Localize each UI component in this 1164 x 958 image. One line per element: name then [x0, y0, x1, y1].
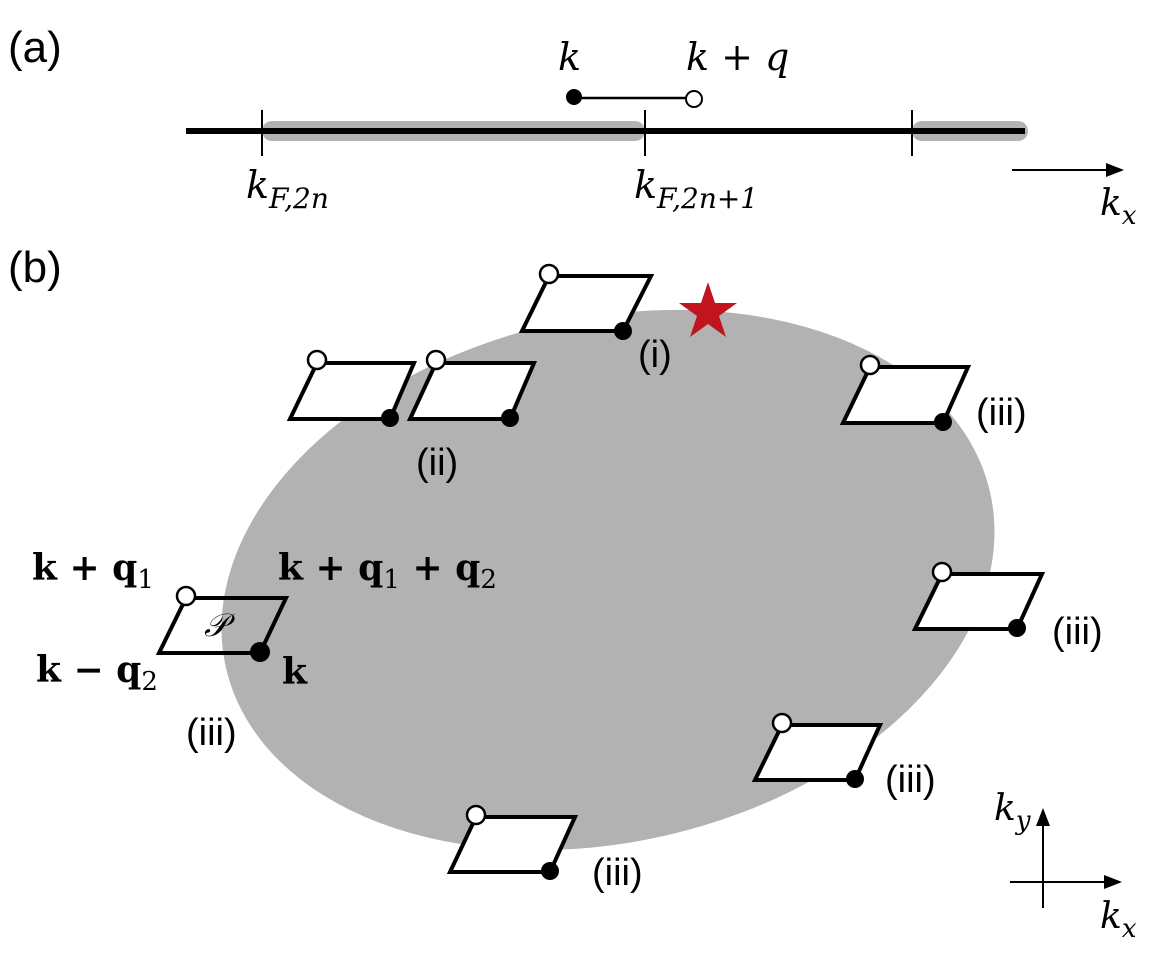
plaquette-iii-bottom: [446, 804, 579, 880]
filled-circle-icon: [501, 409, 519, 427]
plaquette-label-iii-left: (iii): [186, 712, 237, 754]
filled-circle-icon: [846, 770, 864, 788]
plaquette-label-ii: (ii): [416, 442, 458, 484]
filled-circle-icon: [934, 413, 952, 431]
filled-circle-icon: [250, 642, 270, 662]
arrowhead-icon: [1036, 808, 1050, 826]
open-circle-icon: [685, 90, 703, 108]
k-minus-q2-main: k − q: [36, 649, 141, 691]
kq1q2-part1: k + q: [278, 547, 383, 589]
filled-circle-icon: [614, 322, 632, 340]
open-circle-icon: [425, 349, 447, 371]
filled-circle-icon: [381, 409, 399, 427]
kf-2n-main: k: [246, 163, 269, 207]
ky-main: k: [994, 788, 1016, 829]
panel-a-label: (a): [8, 23, 62, 72]
open-circle-icon: [306, 349, 328, 371]
panel-b-label: (b): [8, 243, 62, 292]
plaquette-label-iii-bottom: (iii): [592, 852, 643, 894]
k-plus-q1-sub: 1: [137, 565, 154, 595]
kx-a-main: k: [1100, 183, 1122, 224]
open-circle-icon: [931, 561, 953, 583]
red-star-icon: [679, 282, 737, 337]
open-circle-icon: [465, 804, 487, 826]
kx-b-sub: x: [1122, 914, 1137, 944]
open-circle-icon: [859, 354, 881, 376]
open-circle-icon: [538, 263, 560, 285]
label-k-plus-q1: k + q1: [32, 547, 154, 595]
kf-2n1-sub: F,2n+1: [656, 182, 758, 215]
filled-circle-icon: [566, 89, 582, 105]
arrowhead-icon: [1104, 875, 1122, 889]
label-k-plus-q1-q2: k + q1 + q2: [278, 547, 497, 595]
kq1q2-part2: + q: [400, 547, 480, 589]
open-circle-icon: [175, 585, 197, 607]
kx-b-main: k: [1100, 896, 1122, 937]
filled-circle-icon: [541, 862, 559, 880]
filled-circle-icon: [1008, 619, 1026, 637]
ky-sub: y: [1015, 806, 1031, 836]
label-kf-2n1: kF,2n+1: [634, 163, 758, 215]
plaquette-label-iii-right: (iii): [1052, 611, 1103, 653]
ky-label: ky: [994, 788, 1031, 836]
label-k-plus-q: k + q: [686, 35, 789, 79]
kx-label-a: kx: [1100, 183, 1137, 231]
fermi-sea: [221, 309, 995, 851]
kq1q2-sub1: 1: [383, 565, 400, 595]
plaquette-iii-left: [155, 585, 290, 662]
k-plus-q1-main: k + q: [32, 547, 137, 589]
k-minus-q2-sub: 2: [141, 667, 158, 697]
plaquette-label-i: (i): [638, 334, 672, 376]
plaquette-iii-lower-right: [751, 712, 884, 788]
open-circle-icon: [771, 712, 793, 734]
plaquette-label-iii-upper-right: (iii): [976, 392, 1027, 434]
plaquette-i: [518, 263, 655, 340]
plaquette-ii-left: [286, 349, 418, 427]
kf-2n1-main: k: [634, 163, 657, 207]
kf-2n-sub: F,2n: [268, 182, 329, 215]
plaquette-ii-right: [406, 349, 538, 427]
plaquette-label-iii-lower-right: (iii): [885, 759, 936, 801]
label-kf-2n: kF,2n: [246, 163, 329, 215]
plaquette-iii-upper-right: [839, 354, 972, 431]
label-k-bold: k: [282, 651, 308, 693]
plaquette-iii-right: [911, 561, 1046, 637]
kx-a-sub: x: [1122, 201, 1137, 231]
kq1q2-sub2: 2: [480, 565, 497, 595]
arrowhead-icon: [1106, 163, 1124, 177]
kx-label-b: kx: [1100, 896, 1137, 944]
label-k-minus-q2: k − q2: [36, 649, 158, 697]
label-k: k: [558, 35, 581, 79]
